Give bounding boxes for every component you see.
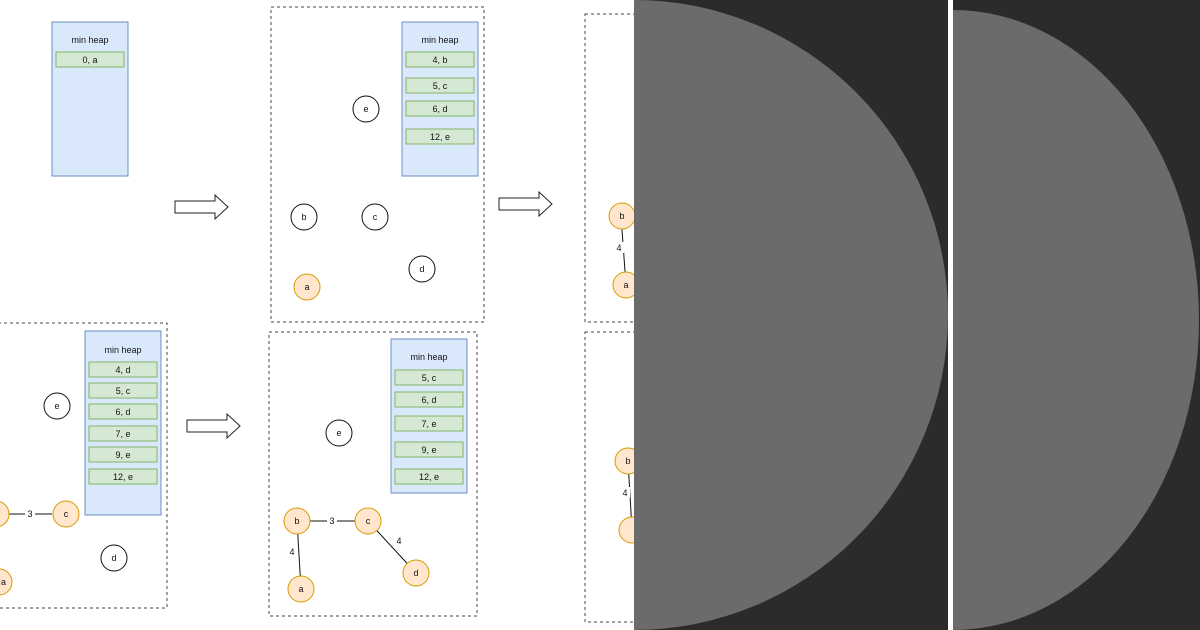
node-d-visited bbox=[402, 559, 430, 587]
heap-entry-box bbox=[55, 51, 125, 68]
arrow-right bbox=[186, 412, 241, 440]
step-4: min heap 4, d 5, c 6, d 7, e 9, e 12, e … bbox=[0, 322, 168, 609]
heap-entry: 12, e bbox=[113, 472, 133, 482]
heap-entry-box bbox=[405, 128, 475, 145]
node-label: d bbox=[413, 568, 418, 578]
heap-entry-box bbox=[88, 403, 158, 420]
heap-entry: 4, d bbox=[115, 365, 130, 375]
step-1: min heap 0, a bbox=[51, 21, 129, 177]
node-label: c bbox=[373, 212, 378, 222]
node-label: e bbox=[363, 104, 368, 114]
edge-weight: 4 bbox=[289, 547, 294, 557]
node-label: a bbox=[304, 282, 309, 292]
node-e bbox=[325, 419, 353, 447]
node-a-visited bbox=[293, 273, 321, 301]
node-c-visited bbox=[52, 500, 80, 528]
node-label: d bbox=[419, 264, 424, 274]
node-a-visited bbox=[287, 575, 315, 603]
heap-entry-box bbox=[405, 100, 475, 117]
heap-entry: 5, c bbox=[422, 373, 437, 383]
heap-title: min heap bbox=[104, 345, 141, 355]
heap-entry-box bbox=[394, 468, 464, 485]
heap-entry: 6, d bbox=[432, 104, 447, 114]
node-label: b bbox=[301, 212, 306, 222]
heap-entry-box bbox=[405, 77, 475, 94]
edge-label-bg bbox=[614, 242, 624, 253]
heap-title: min heap bbox=[410, 352, 447, 362]
node-d bbox=[100, 544, 128, 572]
node-e bbox=[352, 95, 380, 123]
overlay-gray-half-disc bbox=[953, 10, 1199, 630]
heap-panel bbox=[51, 21, 129, 177]
edge-weight: 3 bbox=[27, 509, 32, 519]
node-d bbox=[408, 255, 436, 283]
heap-entry-box bbox=[394, 391, 464, 408]
node-label: b bbox=[619, 211, 624, 221]
heap-panel bbox=[84, 330, 162, 516]
heap-entry-box bbox=[88, 382, 158, 399]
edge-weight: 4 bbox=[396, 536, 401, 546]
edge-label-bg bbox=[327, 515, 337, 526]
heap-entry: 12, e bbox=[430, 132, 450, 142]
heap-entry: 7, e bbox=[421, 419, 436, 429]
node-label: e bbox=[54, 401, 59, 411]
node-c-visited bbox=[354, 507, 382, 535]
heap-entry-box bbox=[394, 441, 464, 458]
node-a-visited bbox=[0, 568, 13, 596]
heap-entry: 9, e bbox=[115, 450, 130, 460]
heap-entry: 6, d bbox=[421, 395, 436, 405]
heap-title: min heap bbox=[71, 35, 108, 45]
node-label: a bbox=[623, 280, 628, 290]
heap-title: min heap bbox=[421, 35, 458, 45]
edge-label-bg bbox=[287, 546, 297, 557]
overlay-left-panel bbox=[634, 0, 948, 630]
arrow-right bbox=[174, 193, 229, 221]
node-b-visited-partial bbox=[0, 501, 10, 527]
heap-entry-box bbox=[394, 369, 464, 386]
overlay-right-panel bbox=[953, 0, 1200, 630]
edge-label-bg bbox=[25, 508, 35, 519]
edge-weight: 4 bbox=[616, 243, 621, 253]
heap-entry: 12, e bbox=[419, 472, 439, 482]
heap-entry-box bbox=[394, 415, 464, 432]
node-label: e bbox=[336, 428, 341, 438]
heap-entry: 5, c bbox=[433, 81, 448, 91]
step-5: min heap 5, c 6, d 7, e 9, e 12, e e 3 4… bbox=[268, 331, 478, 617]
edge-weight: 3 bbox=[329, 516, 334, 526]
node-label: c bbox=[64, 509, 69, 519]
edge-weight: 4 bbox=[622, 488, 627, 498]
heap-entry-box bbox=[88, 361, 158, 378]
step-2: min heap 4, b 5, c 6, d 12, e e b c d a bbox=[270, 6, 485, 323]
node-c bbox=[361, 203, 389, 231]
heap-entry: 5, c bbox=[116, 386, 131, 396]
heap-panel bbox=[401, 21, 479, 177]
heap-entry: 7, e bbox=[115, 429, 130, 439]
node-label: b bbox=[625, 456, 630, 466]
heap-entry-box bbox=[88, 446, 158, 463]
heap-entry: 6, d bbox=[115, 407, 130, 417]
heap-entry-box bbox=[88, 468, 158, 485]
heap-entry: 0, a bbox=[82, 55, 97, 65]
edge-label-bg bbox=[620, 487, 630, 498]
node-b bbox=[290, 203, 318, 231]
overlay-divider bbox=[948, 0, 953, 630]
heap-entry-box bbox=[88, 425, 158, 442]
node-label: a bbox=[298, 584, 303, 594]
node-e bbox=[43, 392, 71, 420]
node-label: d bbox=[111, 553, 116, 563]
arrow-right bbox=[498, 190, 553, 218]
node-label: a bbox=[1, 577, 6, 587]
heap-entry: 4, b bbox=[432, 55, 447, 65]
heap-entry-box bbox=[405, 51, 475, 68]
node-b-visited bbox=[283, 507, 311, 535]
edge-label-bg bbox=[394, 535, 404, 546]
overlay-gray-half-disc bbox=[634, 0, 948, 630]
node-label: c bbox=[366, 516, 371, 526]
heap-entry: 9, e bbox=[421, 445, 436, 455]
node-label: b bbox=[294, 516, 299, 526]
